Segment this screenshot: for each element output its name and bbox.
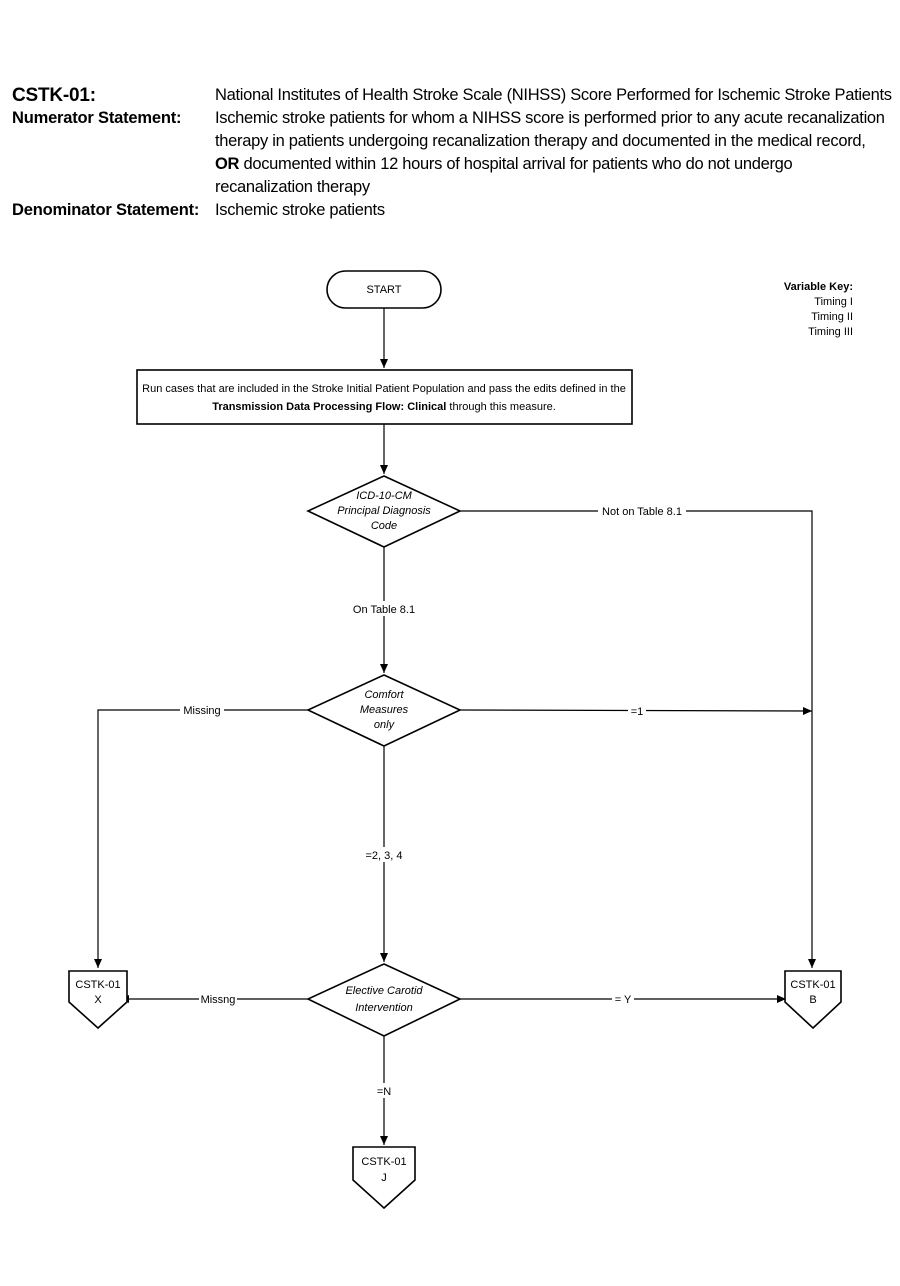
process-line-1: Run cases that are included in the Strok… [142,383,626,395]
label-comfort-eq-1: =1 [631,706,644,718]
end-node-code: X [94,994,102,1006]
numerator-label: Numerator Statement: [12,109,182,127]
end-node-j: CSTK-01 J [352,1146,416,1210]
process-box: Run cases that are included in the Strok… [136,369,633,425]
numerator-text-b: documented within 12 hours of hospital a… [215,155,793,196]
label-not-on-table: Not on Table 8.1 [602,506,682,518]
decision-text: only [374,719,396,731]
decision-text: ICD-10-CM [356,490,412,502]
variable-key-item: Timing I [814,296,853,308]
label-carotid-yes: = Y [615,994,632,1006]
decision-text: Code [371,520,397,532]
end-node-label: CSTK-01 [790,979,835,991]
variable-key-title: Variable Key: [784,281,853,293]
denominator-statement: Ischemic stroke patients [215,201,385,219]
process-tail-text: through this measure. [449,401,555,413]
decision-icd10-diagnosis: ICD-10-CM Principal Diagnosis Code [306,475,462,548]
end-node-label: CSTK-01 [361,1156,406,1168]
decision-text: Elective Carotid [345,985,423,997]
end-node-code: B [809,994,816,1006]
measure-header: CSTK-01: National Institutes of Health S… [12,84,892,222]
label-carotid-missing: Missng [201,994,236,1006]
denominator-label: Denominator Statement: [12,201,200,219]
measure-title: National Institutes of Health Stroke Sca… [215,86,892,104]
start-node: START [326,270,442,309]
label-on-table: On Table 8.1 [353,604,415,616]
numerator-statement: Ischemic stroke patients for whom a NIHS… [215,107,892,199]
measure-row: CSTK-01: National Institutes of Health S… [12,84,892,107]
numerator-text-a: Ischemic stroke patients for whom a NIHS… [215,109,885,150]
numerator-row: Numerator Statement: Ischemic stroke pat… [12,107,892,199]
end-node-code: J [381,1172,387,1184]
end-node-x: CSTK-01 X [68,970,128,1030]
variable-key: Variable Key: Timing I Timing II Timing … [784,281,853,338]
measure-label: CSTK-01: [12,85,96,106]
label-carotid-no: =N [377,1086,391,1098]
end-node-b: CSTK-01 B [784,970,842,1030]
connector-comfort-missing [94,709,308,968]
variable-key-item: Timing III [808,326,853,338]
decision-text: Intervention [355,1002,412,1014]
process-line-2: Transmission Data Processing Flow: Clini… [212,401,556,413]
numerator-or: OR [215,155,240,173]
decision-comfort-measures: Comfort Measures only [306,674,462,747]
decision-text: Measures [360,704,409,716]
decision-text: Principal Diagnosis [337,505,431,517]
process-bold-text: Transmission Data Processing Flow: Clini… [212,401,446,413]
connector-not-on-table [460,510,816,968]
variable-key-item: Timing II [811,311,853,323]
decision-elective-carotid: Elective Carotid Intervention [306,963,462,1037]
decision-text: Comfort [364,689,404,701]
label-comfort-missing: Missing [183,705,220,717]
start-label: START [366,284,401,296]
end-node-label: CSTK-01 [75,979,120,991]
label-comfort-234: =2, 3, 4 [365,850,402,862]
denominator-row: Denominator Statement: Ischemic stroke p… [12,199,892,222]
